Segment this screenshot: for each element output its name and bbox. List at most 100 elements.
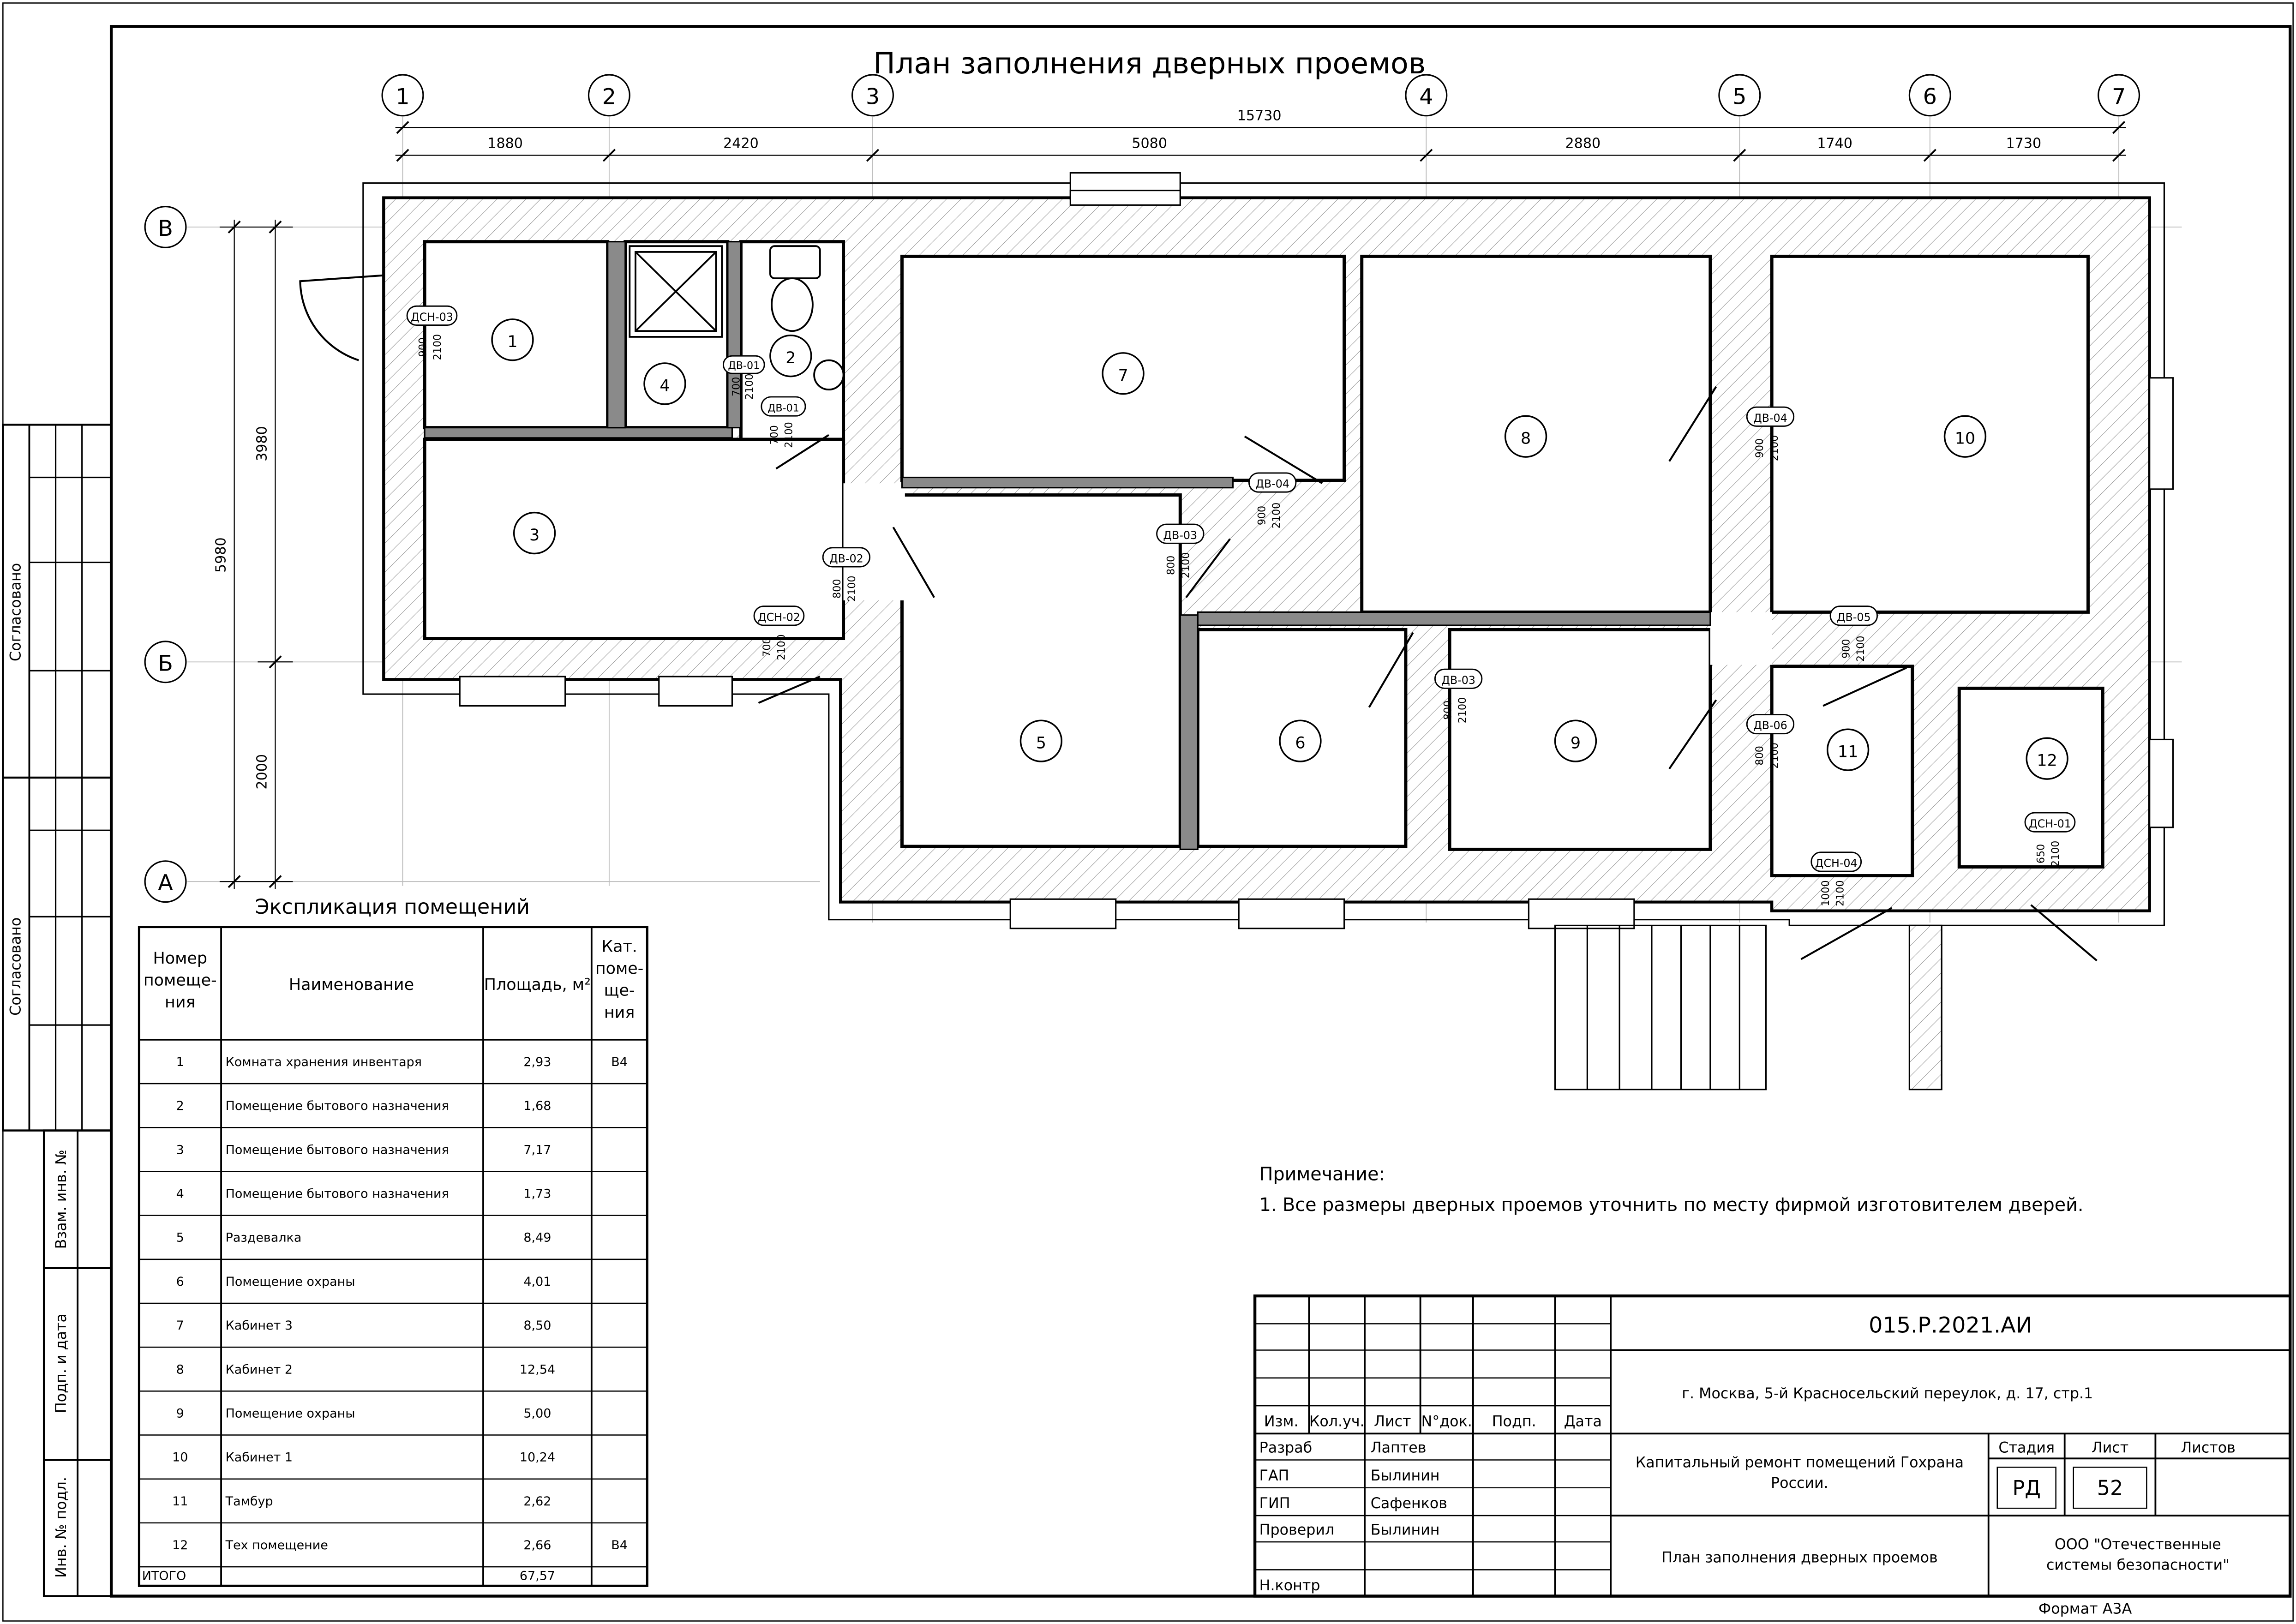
expl-row-num: 7 <box>176 1318 184 1333</box>
axis-row-a: А <box>158 870 173 896</box>
note-heading: Примечание: <box>1259 1163 1385 1185</box>
axis-col-2: 2 <box>602 84 616 109</box>
dim-span-5: 1740 <box>1817 136 1852 152</box>
axis-col-3: 3 <box>866 84 880 109</box>
room-label-10: 10 <box>1955 430 1975 448</box>
expl-row-area: 7,17 <box>523 1143 551 1157</box>
door-swings <box>299 274 2098 962</box>
svg-text:ДВ-01: ДВ-01 <box>767 402 799 414</box>
expl-row-name: Помещение бытового назначения <box>226 1099 449 1113</box>
axis-col-5: 5 <box>1732 84 1746 109</box>
dim-span-4: 2880 <box>1565 136 1601 152</box>
expl-row-area: 2,93 <box>523 1055 551 1069</box>
svg-text:700: 700 <box>761 637 773 657</box>
svg-text:ДСН-04: ДСН-04 <box>1815 857 1858 869</box>
stamp-name-4: Былинин <box>1371 1522 1440 1538</box>
svg-text:ДСН-02: ДСН-02 <box>758 611 800 623</box>
expl-row-area: 12,54 <box>520 1362 555 1377</box>
expl-header-cat: Кат.поме-ще-ния <box>595 938 644 1022</box>
room-label-2: 2 <box>785 349 796 367</box>
svg-text:2100: 2100 <box>776 634 788 660</box>
svg-text:800: 800 <box>831 579 843 598</box>
axis-row-v: В <box>158 216 173 241</box>
dim-vertical-total: 5980 <box>213 537 229 573</box>
svg-text:2100: 2100 <box>846 575 858 601</box>
dim-span-6: 1730 <box>2006 136 2042 152</box>
stamp-name-2: Былинин <box>1371 1468 1440 1484</box>
windows <box>459 172 2174 929</box>
svg-text:ДВ-02: ДВ-02 <box>829 552 863 565</box>
room-label-4: 4 <box>659 377 670 395</box>
note-line-1: 1. Все размеры дверных проемов уточнить … <box>1259 1194 2084 1216</box>
stamp-role-6: Н.контр <box>1259 1577 1320 1594</box>
stamp-listov-label: Листов <box>2181 1440 2235 1456</box>
svg-text:800: 800 <box>1165 556 1177 575</box>
stamp-address: г. Москва, 5-й Красносельский переулок, … <box>1682 1385 2093 1402</box>
room-label-3: 3 <box>529 526 540 545</box>
svg-text:ДВ-06: ДВ-06 <box>1753 719 1787 732</box>
inv-podl-label: Инв. № подл. <box>53 1477 70 1578</box>
stamp-col-list: Лист <box>1374 1414 1411 1430</box>
expl-row-area: 5,00 <box>523 1406 551 1420</box>
stamp-role-4: Проверил <box>1259 1522 1335 1538</box>
expl-row-num: 2 <box>176 1099 184 1113</box>
expl-row-area: 1,73 <box>523 1187 551 1201</box>
room-5-floor <box>900 493 1182 848</box>
stamp-name-3: Сафенков <box>1371 1495 1447 1512</box>
stamp-col-podp: Подп. <box>1492 1414 1536 1430</box>
stamp-col-koluch: Кол.уч. <box>1309 1414 1365 1430</box>
svg-text:2100: 2100 <box>1855 635 1867 661</box>
expl-row-name: Помещение охраны <box>226 1275 355 1289</box>
room-11-floor <box>1770 665 1914 878</box>
explication-title: Экспликация помещений <box>255 895 530 919</box>
stamp-role-3: ГИП <box>1259 1495 1290 1512</box>
svg-text:650: 650 <box>2035 844 2047 863</box>
svg-text:2100: 2100 <box>743 374 755 400</box>
svg-text:ДСН-01: ДСН-01 <box>2029 817 2071 830</box>
expl-total-area: 67,57 <box>520 1569 555 1583</box>
expl-row-name: Кабинет 1 <box>226 1450 293 1465</box>
expl-total-label: ИТОГО <box>142 1569 186 1583</box>
expl-row-area: 10,24 <box>520 1450 555 1465</box>
door-tag-dv03-b: ДВ-03 800 2100 <box>1434 668 1483 723</box>
door-tag-dsn01: ДСН-01 650 2100 <box>2024 812 2076 867</box>
door-tag-dv06: ДВ-06 800 2100 <box>1746 714 1795 769</box>
room-label-6: 6 <box>1295 734 1305 752</box>
stamp-stadia-label: Стадия <box>1998 1440 2055 1456</box>
dimension-lines <box>219 121 2126 889</box>
svg-text:2100: 2100 <box>2050 841 2062 867</box>
left-approval-strip: Согласовано Согласовано Взам. инв. № Под… <box>2 424 113 1597</box>
stamp-format: Формат А3А <box>2038 1601 2132 1618</box>
expl-row-area: 2,62 <box>523 1494 551 1509</box>
door-tag-dv01-b: ДВ-01 700 2100 <box>761 396 806 448</box>
stamp-col-ndok: N°док. <box>1421 1414 1472 1430</box>
svg-text:2100: 2100 <box>1271 503 1283 528</box>
axis-col-4: 4 <box>1419 84 1433 109</box>
expl-row-num: 8 <box>176 1362 184 1377</box>
stamp-sheet-title: План заполнения дверных проемов <box>1661 1550 1938 1566</box>
expl-row-name: Кабинет 2 <box>226 1362 293 1377</box>
stamp-role-2: ГАП <box>1259 1468 1289 1484</box>
svg-text:ДВ-04: ДВ-04 <box>1255 478 1289 491</box>
agreed-label-1: Согласовано <box>7 563 24 661</box>
dim-span-2: 2420 <box>723 136 759 152</box>
axis-col-6: 6 <box>1923 84 1937 109</box>
axis-col-7: 7 <box>2112 84 2126 109</box>
expl-row-num: 12 <box>172 1538 188 1552</box>
svg-text:ДВ-01: ДВ-01 <box>728 360 760 372</box>
svg-text:2100: 2100 <box>1768 743 1780 768</box>
expl-row-num: 3 <box>176 1143 184 1157</box>
expl-row-name: Кабинет 3 <box>226 1318 293 1333</box>
dim-vertical-lower: 2000 <box>254 754 270 790</box>
stamp-name-1: Лаптев <box>1371 1440 1427 1456</box>
drawing-title: План заполнения дверных проемов <box>873 46 1426 80</box>
door-tag-dv01-a: ДВ-01 700 2100 <box>722 355 765 400</box>
room-12-floor <box>1957 686 2104 869</box>
expl-row-cat: В4 <box>611 1538 628 1552</box>
title-block: Изм. Кол.уч. Лист N°док. Подп. Дата Разр… <box>1253 1294 2292 1618</box>
expl-row-name: Раздевалка <box>226 1231 302 1245</box>
